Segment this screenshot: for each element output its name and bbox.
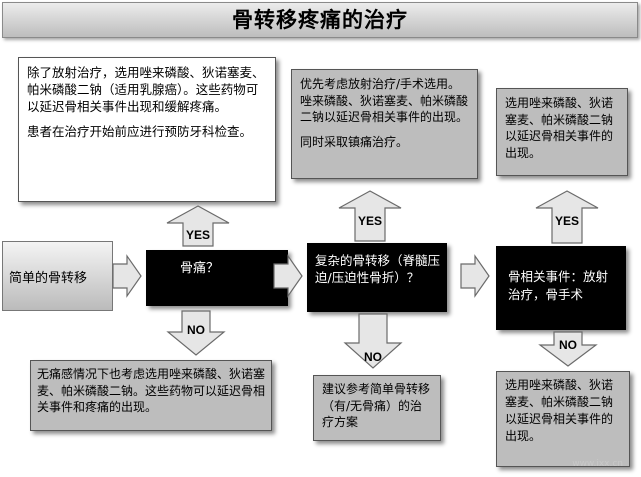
right-arrow-1 [112,254,142,298]
note-top-middle-text-1: 优先考虑放射治疗/手术选用。唑来磷酸、狄诺塞麦、帕米磷酸二钠以延迟骨相关事件的出… [300,77,469,124]
right-arrow-3 [460,254,490,298]
yes-label-1: YES [185,228,210,242]
note-bottom-middle: 建议参考简单骨转移（有/无骨痛）的治疗方案 [313,375,441,441]
skeletal-event-label: 骨相关事件：放射治疗，骨手术 [508,269,609,302]
note-top-left-text-1: 除了放射治疗，选用唑来磷酸、狄诺塞麦、帕米磷酸二钠（适用乳腺癌）。这些药物可以延… [27,65,265,114]
note-top-right-text: 选用唑来磷酸、狄诺塞麦、帕米磷酸二钠以延迟骨相关事件的出现。 [505,96,614,160]
note-top-middle-text-2: 同时采取镇痛治疗。 [300,134,409,149]
note-bottom-right-text: 选用唑来磷酸、狄诺塞麦、帕米磷酸二钠以延迟骨相关事件的出现。 [505,378,614,443]
watermark: www.ixx.cn [572,459,623,469]
skeletal-event-box: 骨相关事件：放射治疗，骨手术 [496,246,626,330]
no-label-1: NO [187,323,205,337]
note-top-middle: 优先考虑放射治疗/手术选用。唑来磷酸、狄诺塞麦、帕米磷酸二钠以延迟骨相关事件的出… [291,69,478,179]
yes-label-2: YES [357,214,382,228]
note-bottom-left: 无痛感情况下也考虑选用唑来磷酸、狄诺塞麦、帕米磷酸二钠。这些药物可以延迟骨相关事… [30,360,272,431]
yes-up-arrow-1 [166,205,230,247]
complex-metastasis-decision: 复杂的骨转移（脊髓压迫/压迫性骨折）？ [307,243,447,312]
note-top-left-text-2: 患者在治疗开始前应进行预防牙科检查。 [27,124,253,139]
bone-pain-decision: 骨痛？ [146,250,288,306]
yes-label-3: YES [554,214,579,228]
note-bottom-left-text: 无痛感情况下也考虑选用唑来磷酸、狄诺塞麦、帕米磷酸二钠。这些药物可以延迟骨相关事… [37,367,266,414]
note-bottom-right: 选用唑来磷酸、狄诺塞麦、帕米磷酸二钠以延迟骨相关事件的出现。 [496,371,630,467]
bone-pain-decision-label: 骨痛？ [180,261,220,276]
no-label-2: NO [364,350,382,364]
complex-metastasis-decision-label: 复杂的骨转移（脊髓压迫/压迫性骨折）？ [315,253,441,285]
no-down-arrow-2 [343,313,403,369]
note-bottom-middle-text: 建议参考简单骨转移（有/无骨痛）的治疗方案 [322,382,431,429]
note-top-right: 选用唑来磷酸、狄诺塞麦、帕米磷酸二钠以延迟骨相关事件的出现。 [496,88,628,176]
simple-metastasis-node: 简单的骨转移 [2,241,113,311]
no-down-arrow-3 [538,331,598,367]
right-arrow-2 [273,254,303,298]
no-label-3: NO [559,338,577,352]
no-down-arrow-1 [166,310,226,356]
note-top-left: 除了放射治疗，选用唑来磷酸、狄诺塞麦、帕米磷酸二钠（适用乳腺癌）。这些药物可以延… [18,57,276,202]
yes-up-arrow-2 [338,190,402,242]
page-title: 骨转移疼痛的治疗 [2,2,638,38]
yes-up-arrow-3 [535,190,599,244]
simple-metastasis-label: 简单的骨转移 [9,271,88,286]
